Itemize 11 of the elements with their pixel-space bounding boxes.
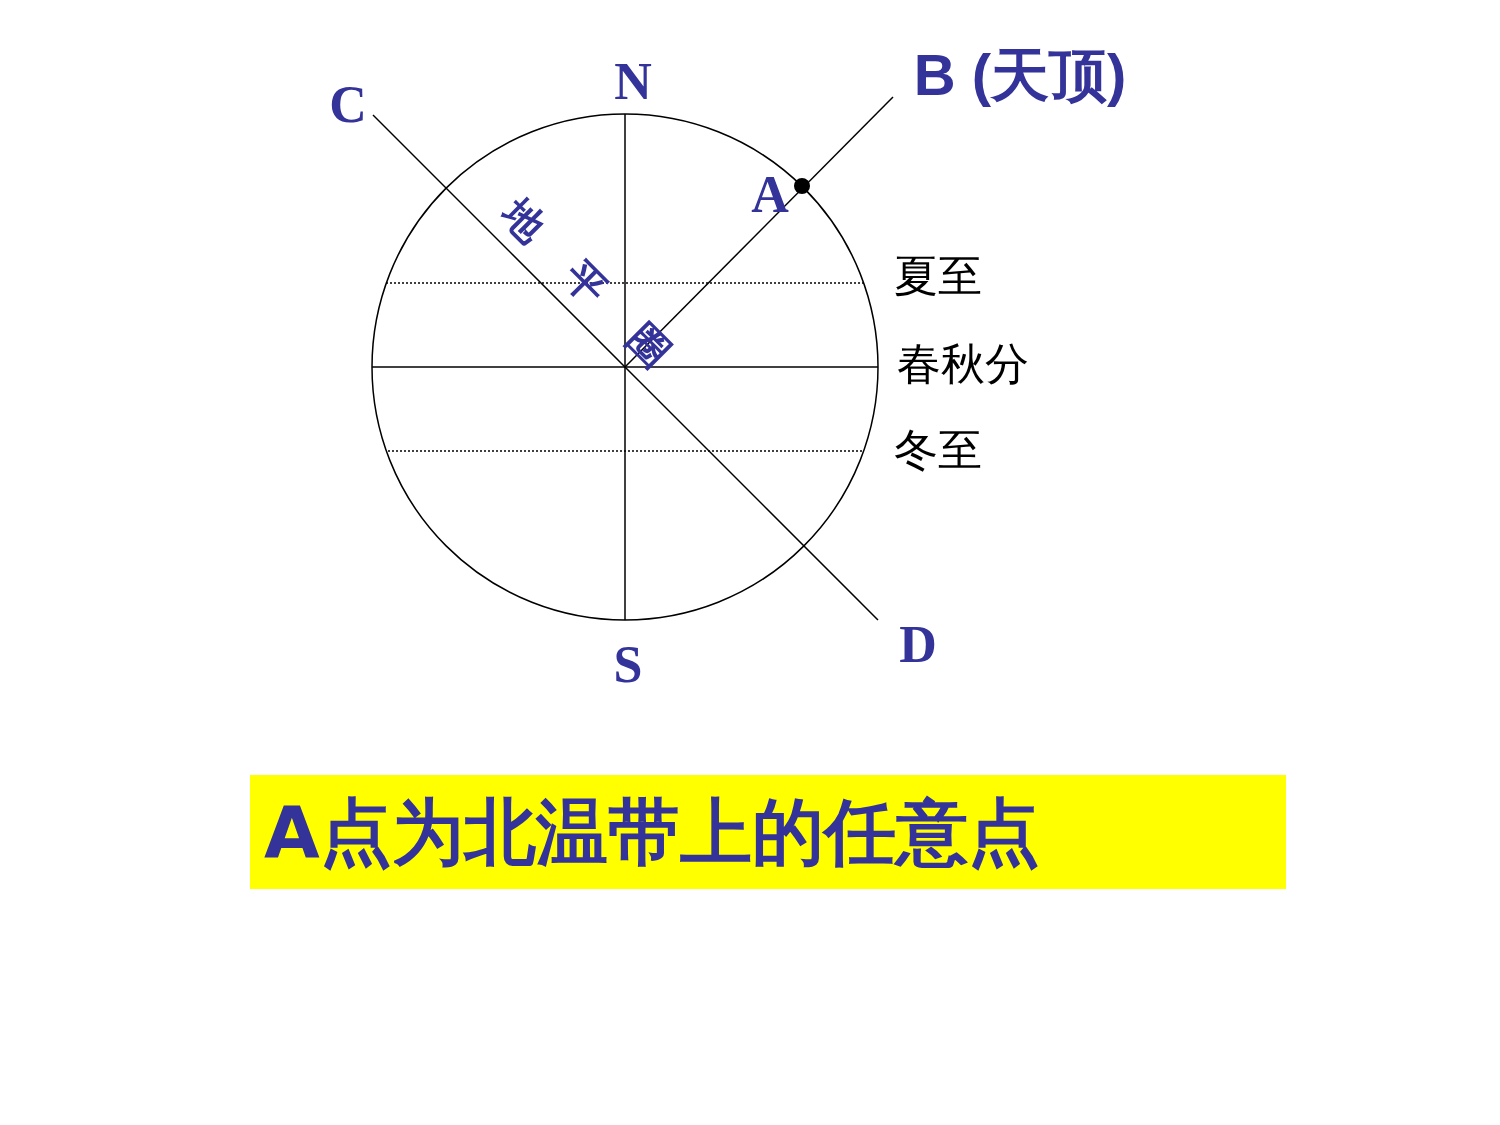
line-label: 地平圈 xyxy=(492,189,714,412)
point-label: D xyxy=(899,619,937,671)
latitude-label: 冬至 xyxy=(894,428,982,472)
caption-banner: A点为北温带上的任意点 xyxy=(250,775,1286,889)
direction-label: N xyxy=(614,56,652,108)
point-label: C xyxy=(329,79,367,131)
point-label: B (天顶) xyxy=(913,41,1127,109)
latitude-label: 春秋分 xyxy=(897,342,1029,386)
latitude-label: 夏至 xyxy=(894,254,982,298)
point-label: A xyxy=(751,169,789,221)
direction-label: S xyxy=(613,639,643,691)
